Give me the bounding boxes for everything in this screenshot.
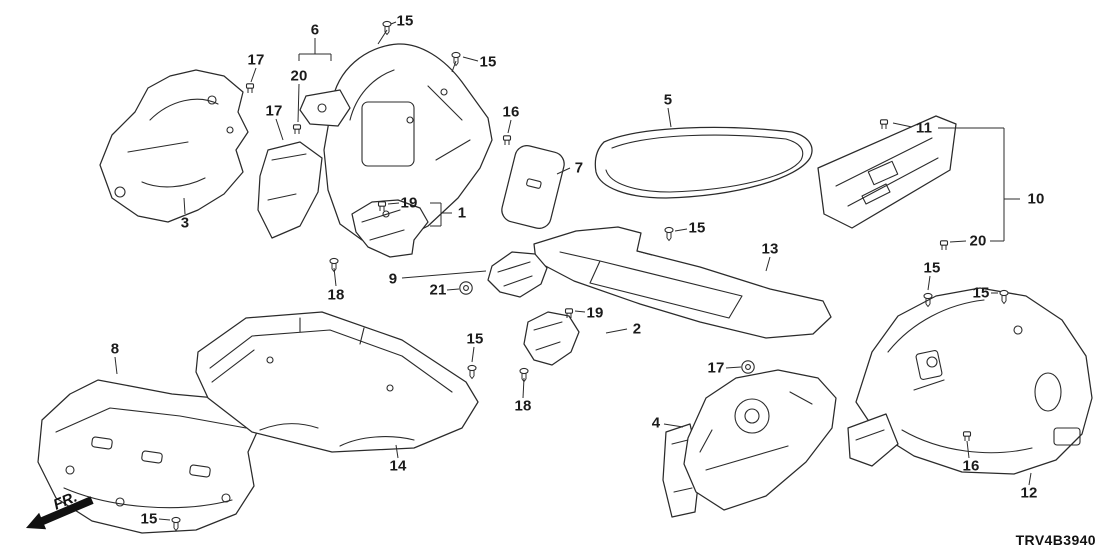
clip-icon: [879, 119, 889, 130]
clip-icon: [292, 124, 302, 135]
screw-icon: [467, 364, 477, 380]
grommet-icon: [741, 360, 755, 374]
grommet-icon: [459, 281, 473, 295]
part-1-drawing: [351, 199, 429, 258]
leader-lines: [114, 21, 1032, 521]
part-5-drawing: [594, 126, 813, 199]
screw-icon: [382, 20, 392, 36]
screw-icon: [451, 51, 461, 67]
part-8-drawing: [37, 379, 259, 534]
part-2-drawing: [523, 311, 580, 366]
screw-icon: [664, 226, 674, 242]
part-4-drawing: [662, 369, 837, 518]
part-6-assembly-drawing: [257, 43, 493, 243]
clip-icon: [502, 135, 512, 146]
part-7-drawing: [501, 145, 565, 229]
part-12-drawing: [847, 287, 1093, 475]
part-14-drawing: [195, 311, 479, 453]
part-13-drawing: [533, 226, 832, 339]
clip-icon: [939, 240, 949, 251]
part-10-drawing: [817, 115, 957, 229]
diagram-code: TRV4B3940: [1015, 532, 1096, 548]
part-9-drawing: [487, 251, 548, 298]
part-3-drawing: [99, 69, 249, 223]
clip-icon: [245, 83, 255, 94]
